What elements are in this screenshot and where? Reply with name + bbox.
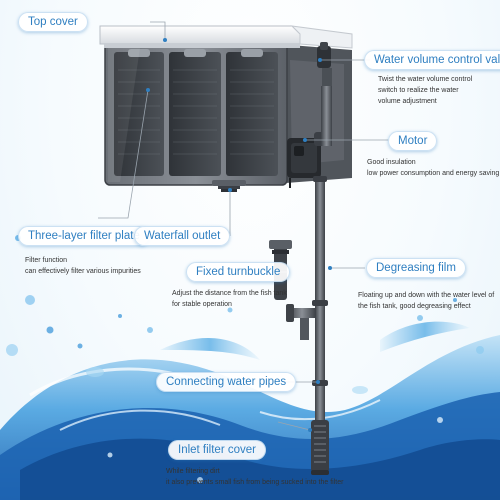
valve-desc-line: volume adjustment — [378, 98, 437, 105]
motor-unit — [287, 132, 330, 188]
degreasing-desc-line: Floating up and down with the water leve… — [358, 292, 495, 299]
valve-knob — [317, 42, 332, 86]
callout-three-layer-filter-plate: Three-layer filter plate — [18, 226, 150, 246]
filter-plate-desc-line: can effectively filter various impuritie… — [25, 268, 141, 275]
callout-water-volume-valve: Water volume control valve — [364, 50, 500, 70]
degreasing-description: Floating up and down with the water leve… — [358, 290, 494, 312]
callout-degreasing-film: Degreasing film — [366, 258, 466, 278]
callout-connecting-water-pipes: Connecting water pipes — [156, 372, 297, 392]
valve-desc-line: switch to realize the water — [378, 87, 459, 94]
callout-dots — [146, 38, 332, 432]
inlet-desc-line: While filtering dirt — [166, 468, 220, 475]
turnbuckle-desc-line: for stable operation — [172, 301, 232, 308]
valve-description: Twist the water volume control switch to… — [378, 74, 472, 107]
degreasing-desc-line: the fish tank, good degreasing effect — [358, 303, 471, 310]
callout-motor: Motor — [388, 131, 438, 151]
turnbuckle-description: Adjust the distance from the fish tank f… — [172, 288, 287, 310]
motor-desc-line: Good insulation — [367, 159, 416, 166]
inlet-description: While filtering dirt it also prevents sm… — [166, 466, 343, 488]
filter-plate-description: Filter function can effectively filter v… — [25, 255, 141, 277]
filter-plate-desc-line: Filter function — [25, 257, 68, 264]
turnbuckle-desc-line: Adjust the distance from the fish tank — [172, 290, 287, 297]
inlet-desc-line: it also prevents small fish from being s… — [166, 479, 344, 486]
callout-waterfall-outlet: Waterfall outlet — [134, 226, 231, 246]
water-splash-illustration — [0, 235, 500, 500]
motor-description: Good insulation low power consumption an… — [367, 157, 499, 179]
inlet-filter-cover — [311, 420, 329, 475]
callout-inlet-filter-cover: Inlet filter cover — [168, 440, 266, 460]
valve-desc-line: Twist the water volume control — [378, 76, 473, 83]
motor-desc-line: low power consumption and energy saving — [367, 170, 500, 177]
callout-fixed-turnbuckle: Fixed turnbuckle — [186, 262, 291, 282]
callout-top-cover: Top cover — [18, 12, 88, 32]
